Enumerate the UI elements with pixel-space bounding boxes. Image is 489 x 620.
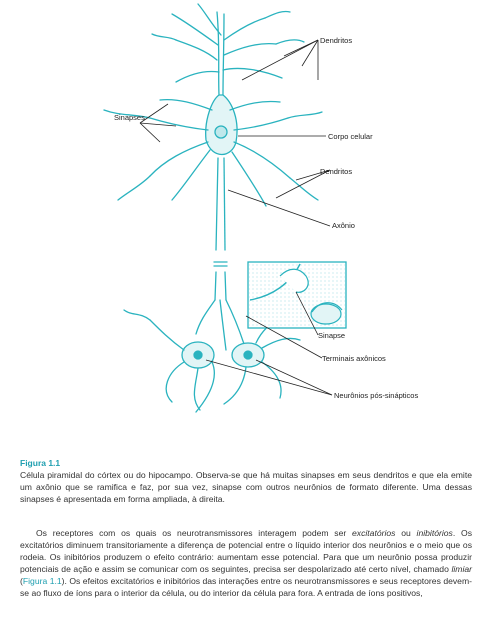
text-span: . Os excitatórios diminuem transitoriame… bbox=[20, 528, 472, 575]
text-span: Os receptores com os quais os neurotrans… bbox=[36, 528, 352, 538]
term-excitatorios: excitatórios bbox=[352, 528, 396, 538]
label-dendritos-top: Dendritos bbox=[320, 36, 353, 45]
synapse-inset bbox=[247, 261, 347, 329]
text-span: ou bbox=[395, 528, 417, 538]
label-sinapse: Sinapse bbox=[318, 331, 346, 340]
text-span: ). Os efeitos excitatórios e inibitórios… bbox=[20, 576, 472, 599]
paragraph-1: Os receptores com os quais os neurotrans… bbox=[20, 527, 472, 600]
label-dendritos-mid: Dendritos bbox=[320, 167, 353, 176]
neuron-figure: Dendritos Sinapses Corpo celular Dendrit… bbox=[103, 3, 419, 413]
figure-title: Figura 1.1 bbox=[20, 458, 61, 468]
term-inibitorios: inibitórios bbox=[416, 528, 453, 538]
label-neuronios-pos-sinapticos: Neurônios pós-sinápticos bbox=[334, 391, 419, 400]
label-terminais-axonicos: Terminais axônicos bbox=[322, 354, 386, 363]
body-paragraph: Os receptores com os quais os neurotrans… bbox=[20, 527, 472, 600]
label-axonio: Axônio bbox=[332, 221, 355, 230]
label-corpo-celular: Corpo celular bbox=[328, 132, 373, 141]
term-limiar: limiar bbox=[451, 564, 472, 575]
text-span: ( bbox=[20, 576, 23, 587]
label-sinapses: Sinapses bbox=[114, 113, 145, 122]
figure-caption: Célula piramidal do córtex ou do hipocam… bbox=[20, 470, 472, 504]
pyramidal-cell-illustration bbox=[103, 3, 347, 413]
figure-reference-link[interactable]: Figura 1.1 bbox=[22, 576, 62, 587]
